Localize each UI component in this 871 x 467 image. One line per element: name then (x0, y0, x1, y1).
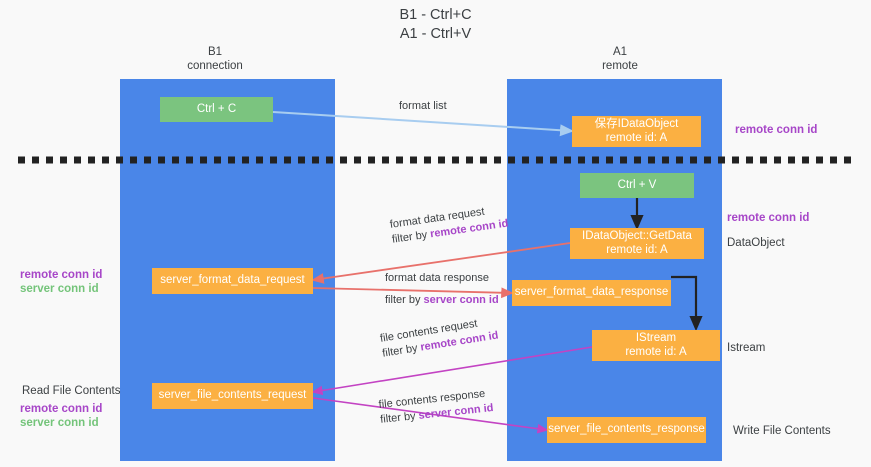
annotation-remote-conn-id-left: remote conn id (20, 269, 103, 281)
column-header-b1: B1 connection (155, 45, 275, 73)
node-istream[interactable]: IStream remote id: A (592, 330, 720, 361)
node-server-file-contents-response[interactable]: server_file_contents_response (547, 417, 706, 443)
annotation-read-file-contents: Read File Contents (22, 385, 121, 397)
node-ctrl-c[interactable]: Ctrl + C (160, 97, 273, 122)
filter-prefix: filter by (379, 409, 420, 426)
column-header-b1-sub: connection (187, 60, 243, 72)
node-idataobject-getdata[interactable]: IDataObject::GetData remote id: A (570, 228, 704, 259)
filter-key-server-conn-id: server conn id (423, 294, 499, 306)
edge-label-format-list: format list (399, 100, 447, 112)
annotation-server-conn-id-left-2: server conn id (20, 417, 99, 429)
annotation-conn-id-group-top: remote conn id server conn id (20, 268, 102, 296)
annotation-remote-conn-id-mid: remote conn id (727, 212, 810, 224)
node-server-format-data-request[interactable]: server_format_data_request (152, 268, 313, 294)
annotation-remote-conn-id-top: remote conn id (735, 124, 818, 136)
annotation-server-conn-id-left: server conn id (20, 283, 99, 295)
annotation-write-file-contents: Write File Contents (733, 425, 831, 437)
page-title: B1 - Ctrl+C A1 - Ctrl+V (399, 7, 472, 42)
annotation-remote-conn-id-left-2: remote conn id (20, 403, 103, 415)
column-header-a1-sub: remote (602, 60, 638, 72)
node-server-file-contents-request[interactable]: server_file_contents_request (152, 383, 313, 409)
node-server-format-data-response[interactable]: server_format_data_response (512, 280, 671, 306)
filter-prefix: filter by (391, 228, 432, 246)
node-save-idataobject[interactable]: 保存IDataObject remote id: A (572, 116, 701, 147)
column-header-a1: A1 remote (560, 45, 680, 73)
edge-label-file-contents-response-group: file contents response filter by server … (378, 386, 494, 428)
annotation-conn-id-group-bottom: remote conn id server conn id (20, 402, 102, 430)
filter-prefix: filter by (385, 294, 424, 306)
annotation-dataobject: DataObject (727, 237, 785, 249)
edge-label-format-data-response-filter: filter by server conn id (385, 293, 499, 308)
edge-label-format-data-response-group: format data response filter by server co… (385, 271, 499, 308)
node-ctrl-v[interactable]: Ctrl + V (580, 173, 694, 198)
edge-label-format-data-request-group: format data request filter by remote con… (389, 202, 509, 248)
edge-label-file-contents-request-group: file contents request filter by remote c… (379, 314, 500, 362)
edge-label-format-data-response: format data response (385, 272, 489, 284)
annotation-istream: Istream (727, 342, 766, 354)
column-header-b1-name: B1 (207, 46, 223, 58)
column-header-a1-name: A1 (612, 46, 628, 58)
